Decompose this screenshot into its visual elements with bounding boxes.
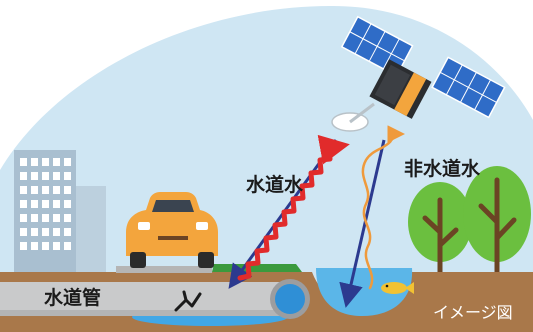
water-pipe-label: 水道管	[44, 287, 102, 309]
water-pipe-shadow	[0, 310, 292, 316]
signal-non-tap-water-return	[361, 125, 405, 290]
fish-icon	[381, 282, 414, 294]
building-icon	[14, 150, 106, 275]
tree-icon	[408, 166, 531, 275]
satellite-icon	[331, 15, 506, 132]
image-note-label: イメージ図	[433, 303, 513, 322]
tap-water-label: 水道水	[246, 174, 304, 196]
car-icon	[126, 192, 218, 268]
non-tap-water-label: 非水道水	[404, 158, 481, 180]
pipe-end-water	[275, 284, 305, 314]
signal-tap-water-return	[237, 134, 350, 281]
road-curb	[116, 266, 212, 273]
leak-icon	[174, 290, 202, 312]
